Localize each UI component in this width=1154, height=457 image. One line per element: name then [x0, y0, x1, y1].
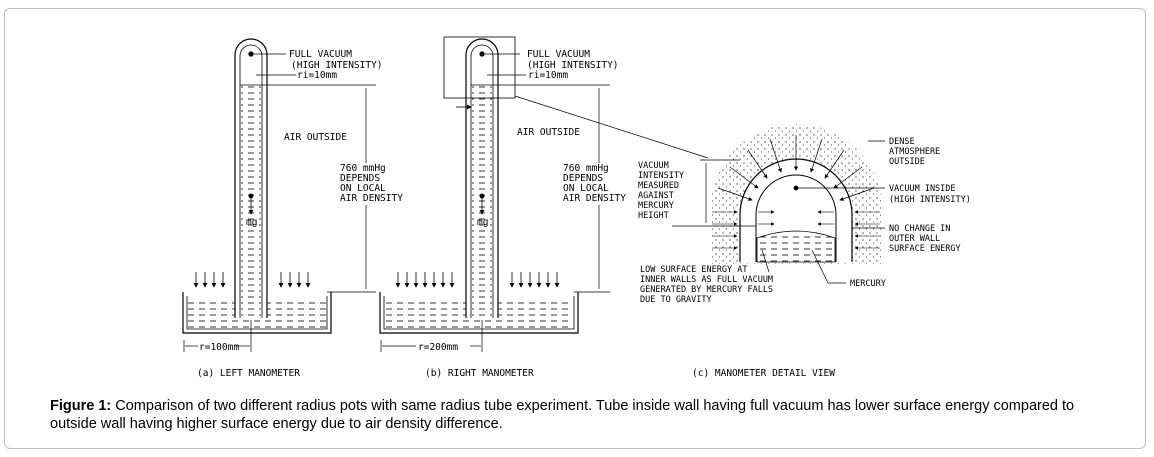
right-pot-radius: r=200mm [418, 342, 458, 353]
vacuum-inside-line1: VACUUM INSIDE [889, 184, 956, 194]
mercury-label: MERCURY [850, 279, 886, 289]
low-surface-line4: DUE TO GRAVITY [640, 295, 712, 305]
left-weight-label: mg [246, 217, 257, 228]
vacuum-intensity-line2: INTENSITY [638, 171, 684, 181]
dense-atmosphere-line2: ATMOSPHERE [889, 147, 940, 157]
right-manometer: mg FULL VACUUM (HIGH INTENSITY) ri=10mm … [379, 36, 709, 379]
low-surface-line2: INNER WALLS AS FULL VACUUM [640, 275, 773, 285]
right-pressure-line3: ON LOCAL [563, 183, 609, 194]
right-inner-radius: ri=10mm [528, 70, 568, 81]
right-air-outside: AIR OUTSIDE [517, 127, 580, 138]
left-pressure-line2: DEPENDS [340, 173, 380, 184]
no-change-line2: OUTER WALL [889, 234, 940, 244]
left-air-outside: AIR OUTSIDE [284, 132, 347, 143]
right-vacuum-intensity: (HIGH INTENSITY) [527, 60, 619, 71]
right-pot [379, 292, 579, 334]
caption-text: Comparison of two different radius pots … [50, 398, 1075, 432]
figure-caption: Figure 1: Comparison of two different ra… [50, 397, 1110, 433]
left-inner-radius: ri=10mm [297, 70, 337, 81]
no-change-line3: SURFACE ENERGY [889, 244, 961, 254]
left-pressure-line3: ON LOCAL [340, 183, 386, 194]
left-pot-radius: r=100mm [199, 342, 239, 353]
right-pressure-line2: DEPENDS [563, 173, 603, 184]
left-panel-label: (a) LEFT MANOMETER [197, 368, 300, 379]
left-manometer: mg FULL VACUUM (HIGH INTENSITY) ri=10mm … [182, 38, 403, 379]
right-panel-label: (b) RIGHT MANOMETER [425, 368, 534, 379]
right-pressure-line1: 760 mmHg [563, 163, 609, 174]
left-pressure-line1: 760 mmHg [340, 163, 386, 174]
right-weight-label: mg [477, 217, 488, 228]
low-surface-line1: LOW SURFACE ENERGY AT [640, 265, 747, 275]
left-pressure-line4: AIR DENSITY [340, 193, 403, 204]
vacuum-intensity-line6: HEIGHT [638, 211, 669, 221]
dense-atmosphere-line3: OUTSIDE [889, 157, 925, 167]
detail-mercury [756, 230, 836, 263]
right-pressure-line4: AIR DENSITY [563, 193, 626, 204]
no-change-line1: NO CHANGE IN [889, 224, 950, 234]
vacuum-intensity-line1: VACUUM [638, 161, 669, 171]
left-vacuum-intensity: (HIGH INTENSITY) [291, 60, 383, 71]
figure-frame [4, 8, 1146, 449]
detail-view: VACUUM INTENSITY MEASURED AGAINST MERCUR… [638, 124, 971, 379]
vacuum-intensity-line4: AGAINST [638, 191, 674, 201]
vacuum-inside-line2: (HIGH INTENSITY) [889, 195, 971, 205]
detail-panel-label: (c) MANOMETER DETAIL VIEW [692, 368, 835, 379]
left-vacuum-label: FULL VACUUM [289, 49, 352, 60]
dense-atmosphere-line1: DENSE [889, 137, 915, 147]
detail-callout-box [443, 36, 516, 99]
left-vacuum-point [248, 51, 254, 57]
left-pot [182, 292, 332, 334]
vacuum-intensity-line5: MERCURY [638, 201, 674, 211]
right-vacuum-point [479, 51, 485, 57]
caption-label: Figure 1: [50, 398, 112, 414]
vacuum-intensity-line3: MEASURED [638, 181, 679, 191]
low-surface-line3: GENERATED BY MERCURY FALLS [640, 285, 773, 295]
right-vacuum-label: FULL VACUUM [527, 49, 590, 60]
